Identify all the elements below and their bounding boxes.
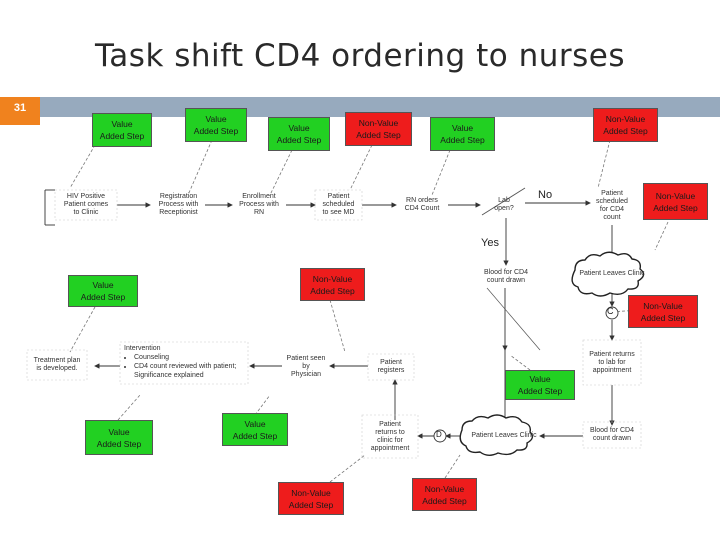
step-returns-to-clinic: Patient returns to clinic for appointmen… xyxy=(370,420,410,452)
non-value-added-tag: Non-Value Added Step xyxy=(345,112,412,146)
intervention-title: Intervention xyxy=(124,345,161,352)
step-seen-by-physician: Patient seen by Physician xyxy=(286,355,326,378)
non-value-added-tag: Non-Value Added Step xyxy=(300,268,365,301)
diagonal-line xyxy=(486,287,541,351)
step-lab-open: Lab open? xyxy=(494,197,514,212)
non-value-added-tag: Non-Value Added Step xyxy=(278,482,344,515)
step-returns-to-lab: Patient returns to lab for appointment xyxy=(589,350,635,374)
intervention-box: Intervention Counseling CD4 count review… xyxy=(124,344,246,380)
step-leaves-clinic-top: Patient Leaves Clinic xyxy=(579,270,645,277)
header-bar xyxy=(0,97,720,117)
start-bracket xyxy=(44,189,55,226)
step-enrollment: Enrollment Process with RN xyxy=(239,193,279,216)
process-frames xyxy=(26,189,642,459)
step-patient-comes-to-clinic: HIV Positive Patient comes to Clinic xyxy=(63,193,109,216)
step-blood-drawn: Blood for CD4 count drawn xyxy=(484,269,528,284)
slide-number: 31 xyxy=(0,97,40,125)
value-added-tag: Value Added Step xyxy=(505,370,575,400)
step-blood-drawn-2: Blood for CD4 count drawn xyxy=(590,427,634,442)
connector-c xyxy=(605,306,619,320)
decision-no-label: No xyxy=(538,189,553,201)
value-added-tag: Value Added Step xyxy=(430,117,495,151)
value-added-tag: Value Added Step xyxy=(85,420,153,455)
step-registration: Registration Process with Receptionist xyxy=(158,193,199,216)
intervention-item: Counseling xyxy=(134,353,246,362)
non-value-added-tag: Non-Value Added Step xyxy=(628,295,698,328)
step-rn-orders-cd4: RN orders CD4 Count xyxy=(404,197,440,212)
value-added-tag: Value Added Step xyxy=(185,108,247,142)
step-scheduled-cd4: Patient scheduled for CD4 count xyxy=(596,190,628,221)
step-patient-registers: Patient registers xyxy=(377,359,405,374)
value-added-tag: Value Added Step xyxy=(68,275,138,307)
non-value-added-tag: Non-Value Added Step xyxy=(643,183,708,220)
page-title: Task shift CD4 ordering to nurses xyxy=(95,38,625,74)
cloud-bottom xyxy=(459,414,534,456)
non-value-added-tag: Non-Value Added Step xyxy=(412,478,477,511)
decision-line xyxy=(481,187,526,216)
step-scheduled-md: Patient scheduled to see MD xyxy=(322,193,355,216)
value-added-tag: Value Added Step xyxy=(268,117,330,151)
decision-yes-label: Yes xyxy=(481,237,499,249)
connector-d-label: D xyxy=(436,430,442,439)
flow-arrows xyxy=(94,200,615,439)
callout-lines xyxy=(69,139,669,483)
cloud-top xyxy=(571,251,645,297)
non-value-added-tag: Non-Value Added Step xyxy=(593,108,658,142)
step-leaves-clinic-bottom: Patient Leaves Clinic xyxy=(471,432,537,439)
intervention-item: CD4 count reviewed with patient; Signifi… xyxy=(134,362,246,380)
connector-d xyxy=(433,429,447,443)
step-treatment-plan: Treatment plan is developed. xyxy=(33,357,81,372)
connector-c-label: C xyxy=(607,306,614,316)
value-added-tag: Value Added Step xyxy=(222,413,288,446)
value-added-tag: Value Added Step xyxy=(92,113,152,147)
